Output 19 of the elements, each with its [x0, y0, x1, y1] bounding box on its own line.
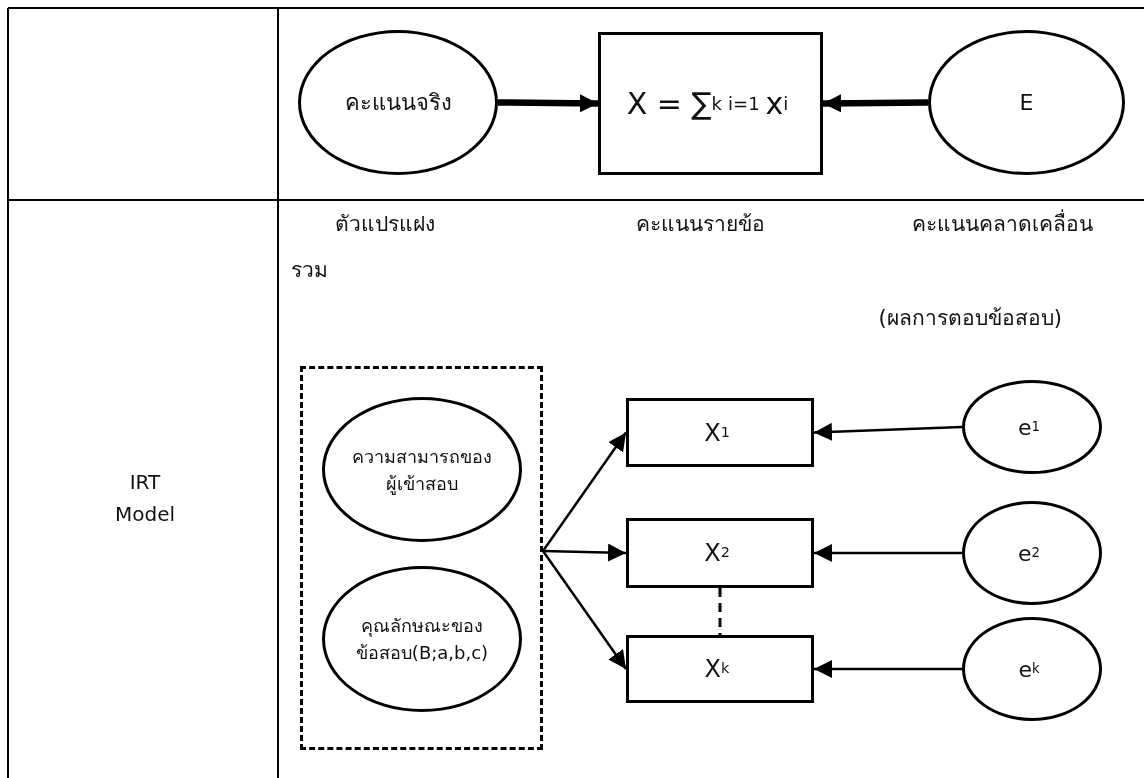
row-heading: IRT Model: [113, 469, 177, 528]
arrow: [497, 94, 599, 113]
arrow: [814, 544, 962, 562]
ellipse-node: ความสามารถของผู้เข้าสอบ: [322, 397, 522, 542]
column-caption: รวม: [291, 258, 328, 284]
ellipse-node: คะแนนจริง: [298, 30, 498, 175]
connector-line: [718, 588, 722, 635]
arrow: [814, 660, 962, 678]
column-caption: คะแนนรายข้อ: [635, 212, 765, 238]
arrow: [541, 431, 628, 552]
column-caption: ตัวแปรแฝง: [335, 212, 435, 238]
ellipse-node: คุณลักษณะของข้อสอบ(B;a,b,c): [322, 566, 522, 712]
ellipse-node: E: [928, 30, 1125, 175]
arrow: [813, 422, 963, 441]
arrow: [541, 550, 628, 670]
dashed-group-box: [300, 366, 543, 750]
column-caption: (ผลการตอบข้อสอบ): [878, 306, 1062, 332]
arrow: [822, 94, 929, 113]
arrow: [542, 543, 627, 562]
